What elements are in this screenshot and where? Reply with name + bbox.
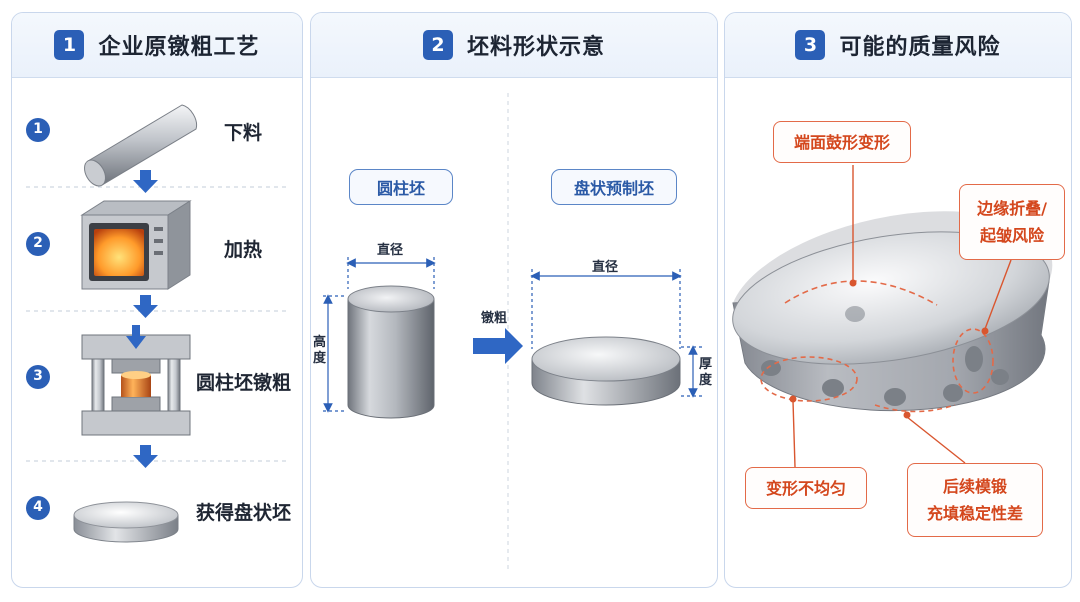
panel-title: 可能的质量风险 <box>839 35 1001 60</box>
panel-title: 企业原镦粗工艺 <box>98 35 260 60</box>
panel-number: 1 <box>54 30 85 60</box>
panel-risks: 3 可能的质量风险 <box>724 12 1072 588</box>
step-number: 4 <box>33 499 43 515</box>
disc-preform-tag: 盘状预制坯 <box>551 169 677 205</box>
step-number-circles <box>26 118 50 520</box>
step-number: 2 <box>33 235 43 251</box>
upset-arrow-label: 镦粗 <box>481 311 508 326</box>
cylinder-diameter-label: 直径 <box>377 243 404 258</box>
risk-edge-fold-line1: 边缘折叠/ <box>977 199 1047 218</box>
shape-graphics <box>323 93 703 573</box>
leader-dots <box>789 279 989 419</box>
cylinder-height-label: 高度 <box>313 335 327 366</box>
disc-dimension-lines <box>530 269 703 398</box>
step-separators <box>26 186 288 462</box>
edge-cavity <box>822 379 844 397</box>
process-graphics <box>26 104 288 543</box>
panel-process: 1 企业原镦粗工艺 <box>11 12 303 588</box>
steel-rod-icon <box>84 104 197 187</box>
deformed-disc-icon <box>732 211 1053 412</box>
edge-cavity <box>965 346 983 372</box>
risk-forging-fill: 后续模锻 充填稳定性差 <box>907 463 1043 537</box>
edge-cavity <box>943 384 963 402</box>
panel-number: 2 <box>422 30 453 60</box>
step-label-disc: 获得盘状坯 <box>196 502 292 524</box>
risk-end-bulge: 端面鼓形变形 <box>773 121 911 163</box>
panel-shapes-header: 2 坯料形状示意 <box>311 13 717 78</box>
press-icon <box>81 325 191 436</box>
flow-arrows <box>133 170 158 468</box>
cylinder-billet-tag: 圆柱坯 <box>349 169 453 205</box>
risk-forging-line2: 充填稳定性差 <box>926 504 1023 523</box>
furnace-icon <box>80 200 192 290</box>
edge-cavity <box>991 369 1009 385</box>
panel-process-header: 1 企业原镦粗工艺 <box>12 13 302 78</box>
panel-risks-header: 3 可能的质量风险 <box>725 13 1071 78</box>
surface-dent <box>845 306 865 322</box>
step-label-upsetting: 圆柱坯镦粗 <box>196 372 292 394</box>
step-label-cutting: 下料 <box>224 122 263 144</box>
panel-shapes: 2 坯料形状示意 <box>310 12 718 588</box>
cylinder-dimension-lines <box>323 257 436 413</box>
disc-diameter-label: 直径 <box>592 260 619 275</box>
step-number: 3 <box>33 368 43 384</box>
risk-forging-line1: 后续模锻 <box>942 477 1007 496</box>
edge-cavity <box>761 360 781 376</box>
risk-graphics <box>732 165 1053 468</box>
upset-arrow-icon <box>473 328 523 364</box>
risk-markers <box>760 280 994 413</box>
callout-leaders <box>792 165 1012 468</box>
panel-number: 3 <box>795 30 826 60</box>
risk-edge-fold-line2: 起皱风险 <box>979 226 1044 245</box>
cylinder-billet-icon <box>347 285 435 419</box>
risk-uneven-deformation: 变形不均匀 <box>745 467 867 509</box>
disc-billet-icon <box>73 501 179 543</box>
edge-cavity <box>884 388 906 406</box>
step-number: 1 <box>33 121 43 137</box>
risk-edge-fold: 边缘折叠/ 起皱风险 <box>959 184 1065 260</box>
step-label-heating: 加热 <box>224 239 263 261</box>
panel-title: 坯料形状示意 <box>466 35 605 60</box>
disc-preform-icon <box>531 336 681 406</box>
disc-thickness-label: 厚度 <box>699 357 713 388</box>
